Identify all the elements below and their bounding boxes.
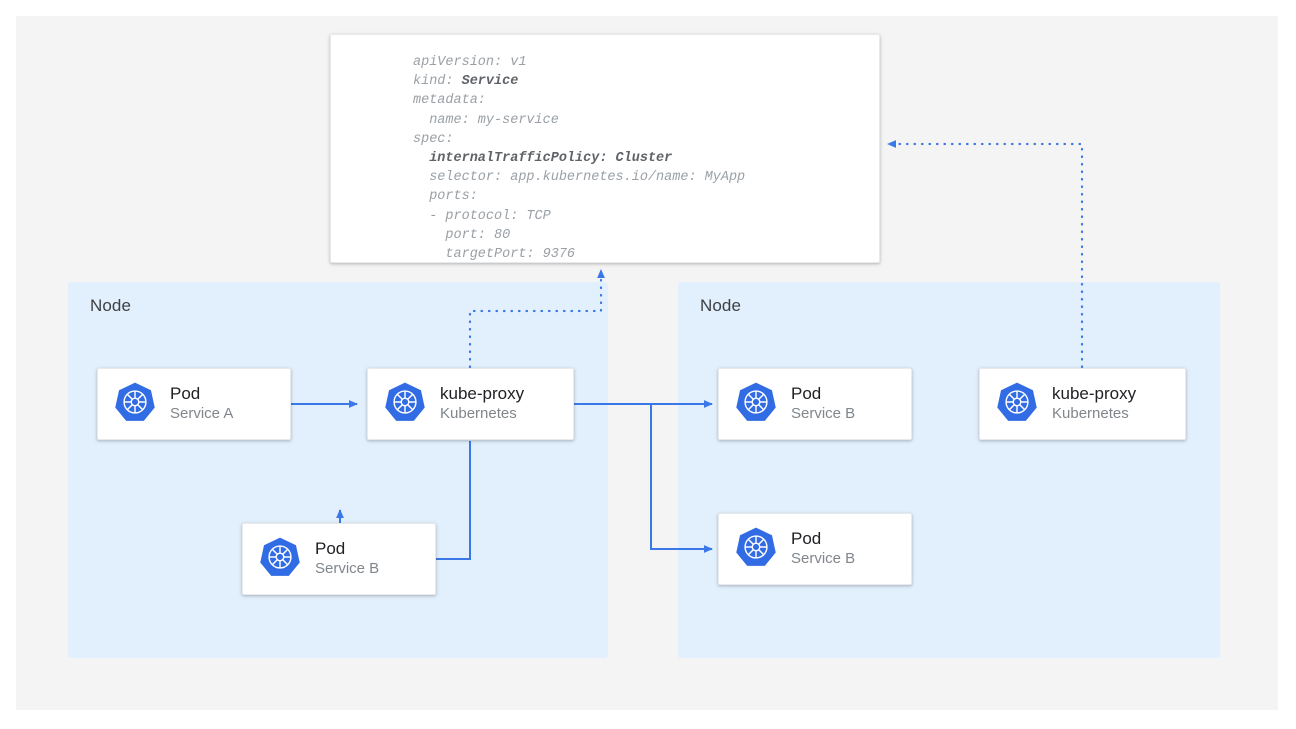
card-kube-proxy-left[interactable]: kube-proxy Kubernetes [367,368,574,440]
kubernetes-logo-icon [259,536,301,583]
node-label: Node [700,296,742,315]
kubernetes-logo-icon [996,381,1038,428]
card-title: Pod [170,384,201,404]
card-subtitle: Service B [791,550,856,568]
card-pod-service-b-left[interactable]: Pod Service B [242,523,436,595]
card-title: Pod [315,539,346,559]
kubernetes-logo-icon [384,381,426,428]
card-title: Pod [791,529,822,549]
card-kube-proxy-right[interactable]: kube-proxy Kubernetes [979,368,1186,440]
kubernetes-logo-icon [735,526,777,573]
card-title: kube-proxy [440,384,525,404]
card-pod-service-b-bottom[interactable]: Pod Service B [718,513,912,585]
card-subtitle: Service B [791,405,856,423]
card-pod-service-b-top[interactable]: Pod Service B [718,368,912,440]
card-subtitle: Kubernetes [1052,405,1129,423]
card-subtitle: Service B [315,560,380,578]
service-manifest-panel: apiVersion: v1 kind: Service metadata: n… [330,34,880,263]
card-title: Pod [791,384,822,404]
card-pod-service-a[interactable]: Pod Service A [97,368,291,440]
card-title: kube-proxy [1052,384,1137,404]
node-label: Node [90,296,132,315]
service-manifest-text: apiVersion: v1 kind: Service metadata: n… [413,55,746,263]
kubernetes-logo-icon [114,381,156,428]
kubernetes-logo-icon [735,381,777,428]
node-group-right: Node [678,282,1220,658]
card-subtitle: Kubernetes [440,405,517,423]
card-subtitle: Service A [170,405,234,423]
node-group-left: Node [68,282,608,658]
